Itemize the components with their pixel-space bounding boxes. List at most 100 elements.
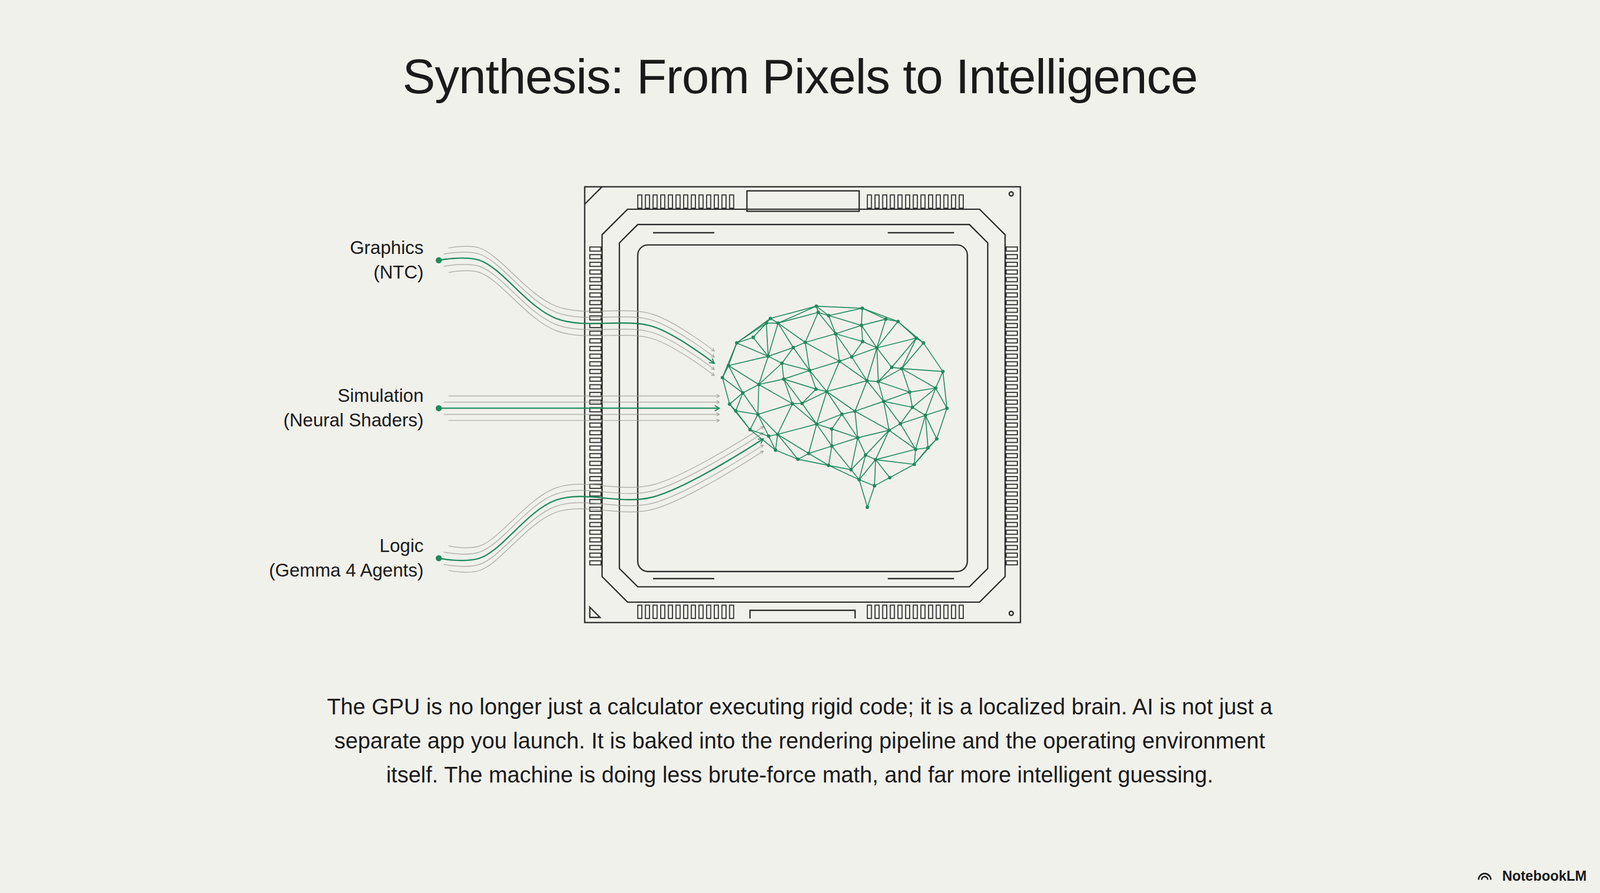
chip-pin	[691, 604, 696, 619]
chip-pin	[589, 453, 602, 458]
brain-node	[814, 304, 819, 308]
chip-pin	[660, 194, 665, 209]
brain-link	[866, 380, 884, 402]
brain-link	[775, 449, 799, 459]
brain-link	[842, 411, 855, 415]
signal-line	[443, 401, 720, 403]
chip-pin	[875, 194, 879, 209]
brain-link	[750, 429, 769, 437]
brain-link	[831, 429, 833, 447]
brain-link	[865, 430, 890, 455]
brain-node	[853, 409, 857, 413]
brain-link	[861, 308, 863, 326]
chip-pin	[875, 604, 879, 619]
brain-link	[876, 347, 892, 368]
brain-link	[750, 414, 758, 430]
brain-link	[859, 479, 875, 486]
brain-link	[875, 459, 890, 478]
brain-link	[775, 434, 778, 450]
chip-pin	[589, 361, 602, 366]
brain-link	[857, 430, 890, 439]
brain-link	[889, 464, 915, 478]
chip-pin	[1006, 262, 1018, 267]
chip-pin	[1006, 445, 1018, 450]
brain-link	[818, 312, 836, 334]
brain-link	[854, 411, 890, 431]
chip-pin	[1006, 361, 1018, 366]
chip-pin	[1006, 515, 1018, 520]
chip-pin	[589, 277, 602, 282]
brain-node	[883, 317, 888, 321]
brain-link	[758, 356, 769, 385]
chip-pin	[1006, 354, 1018, 359]
brain-link	[808, 445, 832, 454]
chip-pin	[1006, 300, 1018, 305]
chip-pin	[920, 194, 925, 209]
watermark: NotebookLM	[1502, 867, 1587, 884]
chip-pin	[1006, 530, 1018, 535]
brain-link	[793, 342, 806, 348]
chip-pin	[729, 194, 734, 209]
chip-pin	[589, 330, 602, 335]
brain-link	[866, 347, 877, 381]
brain-link	[767, 323, 778, 357]
brain-link	[862, 308, 898, 322]
signal-line	[443, 432, 764, 555]
brain-link	[768, 435, 776, 450]
chip-pin	[882, 194, 887, 209]
brain-node	[856, 435, 860, 440]
brain-node	[734, 340, 739, 345]
brain-link	[851, 356, 867, 381]
brain-link	[828, 308, 863, 316]
brain-node	[849, 467, 853, 472]
brain-node	[806, 451, 811, 455]
brain-node	[814, 387, 818, 391]
chip-pin	[589, 384, 602, 389]
chip-pin	[1006, 415, 1018, 420]
brain-link	[805, 333, 836, 343]
signal-line	[448, 270, 715, 376]
brain-link	[816, 424, 832, 446]
brain-link	[736, 337, 753, 343]
chip-pin	[928, 604, 933, 619]
chip-pin	[1006, 423, 1018, 427]
signal-lines	[435, 246, 764, 573]
brain-link	[809, 370, 816, 389]
brain-link	[859, 454, 866, 480]
brain-link	[826, 380, 867, 392]
brain-link	[876, 319, 886, 348]
chip-pin	[1006, 292, 1018, 297]
brain-link	[914, 438, 937, 465]
brain-link	[839, 356, 852, 362]
brain-link	[851, 469, 860, 480]
brain-link	[828, 465, 860, 480]
chip-pin	[1006, 330, 1018, 335]
chip-pin	[714, 194, 719, 209]
brain-link	[783, 378, 802, 404]
chip-pin	[660, 604, 665, 619]
brain-link	[861, 325, 878, 348]
brain-node	[808, 368, 812, 373]
brain-link	[857, 437, 866, 455]
brain-link	[925, 407, 948, 416]
brain-node	[720, 375, 724, 379]
chip-pin	[1006, 430, 1018, 435]
brain-node	[859, 323, 864, 328]
brain-node	[914, 447, 918, 451]
brain-node	[800, 401, 804, 406]
signal-dot	[435, 555, 442, 562]
chip-pin	[1006, 438, 1018, 442]
chip-pin	[668, 604, 673, 619]
brain-link	[722, 377, 730, 405]
brain-link	[878, 367, 892, 382]
brain-link	[854, 401, 884, 412]
chip-pin	[589, 438, 602, 442]
brain-node	[881, 399, 886, 403]
brain-link	[777, 323, 794, 348]
brain-link	[915, 415, 926, 450]
brain-node	[829, 444, 834, 448]
chip-pin	[589, 445, 602, 450]
signal-line	[448, 395, 720, 397]
chip-pin	[589, 308, 602, 312]
chip-pin	[589, 415, 602, 420]
